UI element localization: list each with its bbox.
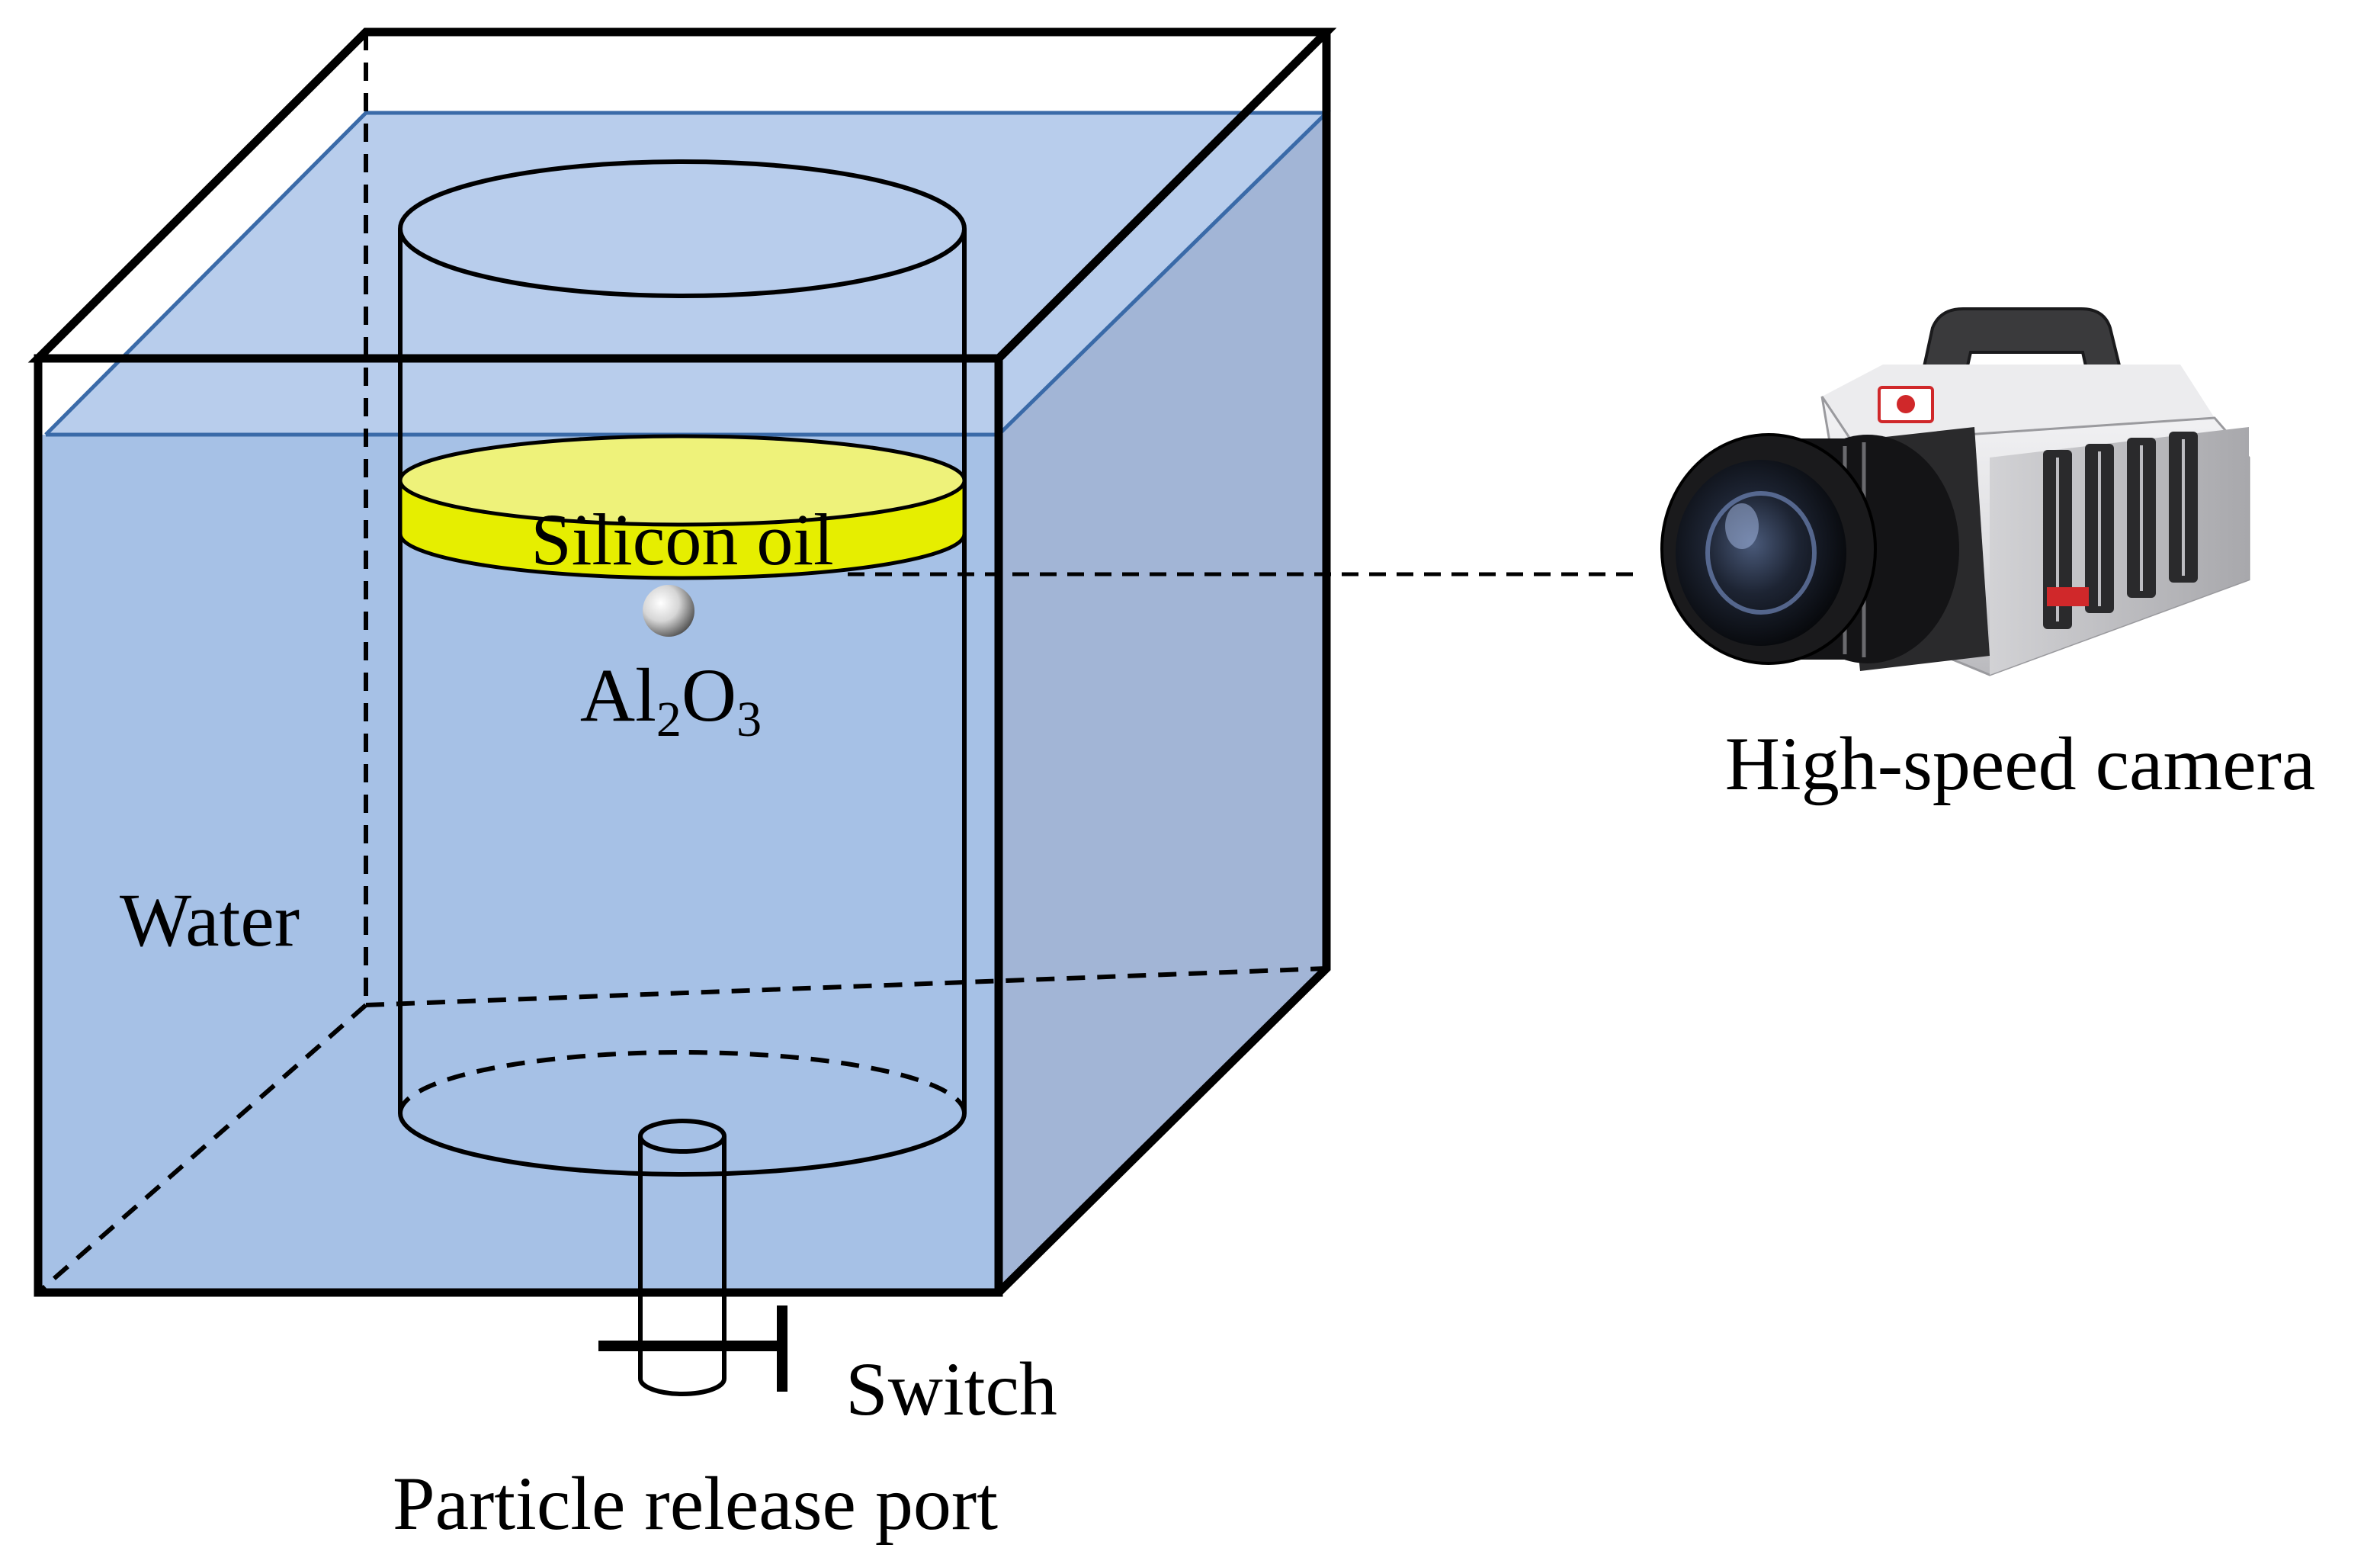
particle-label-part1: Al: [580, 653, 656, 737]
silicon-oil-label: Silicon oil: [531, 499, 833, 580]
labels: Silicon oil Al2O3 Water Switch Particle …: [120, 499, 2315, 1546]
glass-cylinder: [398, 159, 967, 1396]
particle-label-subscript2: 3: [736, 692, 762, 747]
particle-release-port-label: Particle release port: [393, 1461, 998, 1546]
hidden-edges: [37, 32, 1327, 1295]
tank-outline: [27, 27, 1337, 1297]
particle-sphere-icon: [643, 585, 694, 637]
switch-label: Switch: [845, 1347, 1057, 1431]
cylinder-bottom-back: [398, 1050, 967, 1114]
silicon-oil-layer: [398, 434, 967, 580]
particle-release-tube: [638, 1119, 727, 1396]
particle-label-subscript1: 2: [656, 692, 682, 747]
camera-label: High-speed camera: [1725, 721, 2316, 806]
cylinder-bottom-front: [398, 1113, 967, 1177]
switch-valve: [598, 1305, 787, 1392]
water-label: Water: [120, 878, 300, 962]
water-side-face: [999, 113, 1326, 1293]
cylinder-top-rim: [398, 159, 967, 298]
particle-label: Al2O3: [580, 653, 762, 747]
high-speed-camera-icon: [1660, 307, 2250, 676]
particle-label-part2: O: [682, 653, 736, 737]
water-front-face: [38, 435, 999, 1293]
